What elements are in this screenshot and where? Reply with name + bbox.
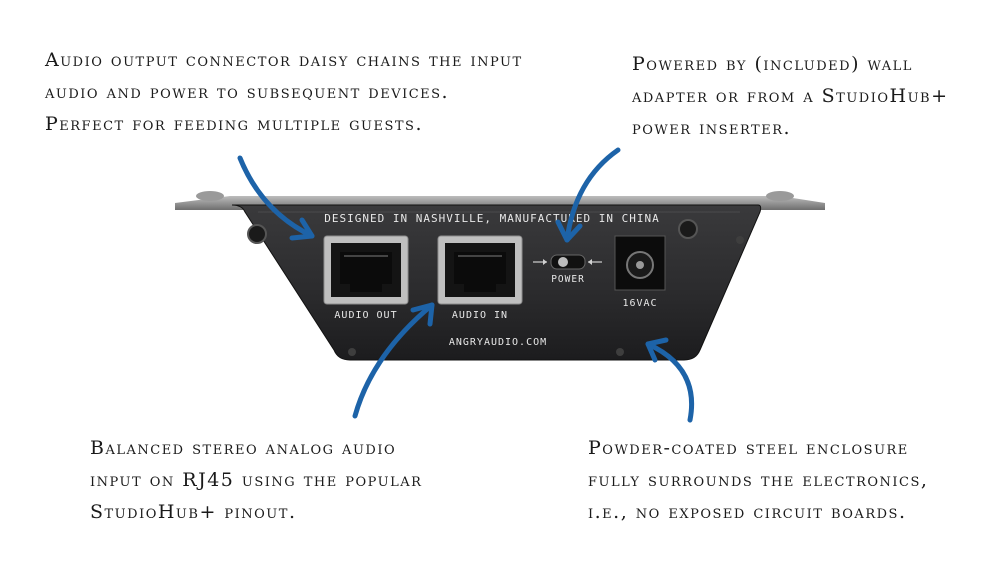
arrow-audio-input xyxy=(352,302,435,419)
dc-jack-label: 16VAC xyxy=(622,298,657,309)
screw-icon xyxy=(247,219,744,356)
dc-power-jack xyxy=(614,235,666,291)
annotation-line: Powder-coated steel enclosure xyxy=(588,437,909,459)
arrow-power xyxy=(564,147,621,243)
annotation-line: Perfect for feeding multiple guests. xyxy=(45,113,423,135)
power-switch xyxy=(533,254,602,270)
callout-arrows xyxy=(237,147,695,423)
annotation-line: input on RJ45 using the popular xyxy=(90,469,423,491)
audio-out-port xyxy=(323,235,409,305)
manufacturer-text: DESIGNED IN NASHVILLE, MANUFACTURED IN C… xyxy=(324,212,659,225)
arrow-enclosure xyxy=(645,341,695,423)
audio-out-label: AUDIO OUT xyxy=(334,310,397,321)
annotation-enclosure: Powder-coated steel enclosure fully surr… xyxy=(588,432,928,528)
annotation-line: audio and power to subsequent devices. xyxy=(45,81,450,103)
annotation-audio-input: Balanced stereo analog audio input on RJ… xyxy=(90,432,422,528)
annotation-line: StudioHub+ pinout. xyxy=(90,501,297,523)
annotation-line: Balanced stereo analog audio xyxy=(90,437,397,459)
annotation-line: Audio output connector daisy chains the … xyxy=(45,49,523,71)
power-switch-label: POWER xyxy=(551,274,585,285)
annotation-power: Powered by (included) wall adapter or fr… xyxy=(632,48,949,144)
annotation-audio-output: Audio output connector daisy chains the … xyxy=(45,44,523,140)
audio-in-port xyxy=(437,235,523,305)
audio-in-label: AUDIO IN xyxy=(452,310,508,321)
annotation-line: power inserter. xyxy=(632,117,792,139)
annotation-line: fully surrounds the electronics, xyxy=(588,469,929,491)
annotation-line: adapter or from a StudioHub+ xyxy=(632,85,949,107)
arrow-audio-output xyxy=(237,155,315,239)
annotation-line: Powered by (included) wall xyxy=(632,53,913,75)
annotation-line: i.e., no exposed circuit boards. xyxy=(588,501,907,523)
website-text: ANGRYAUDIO.COM xyxy=(449,337,547,348)
